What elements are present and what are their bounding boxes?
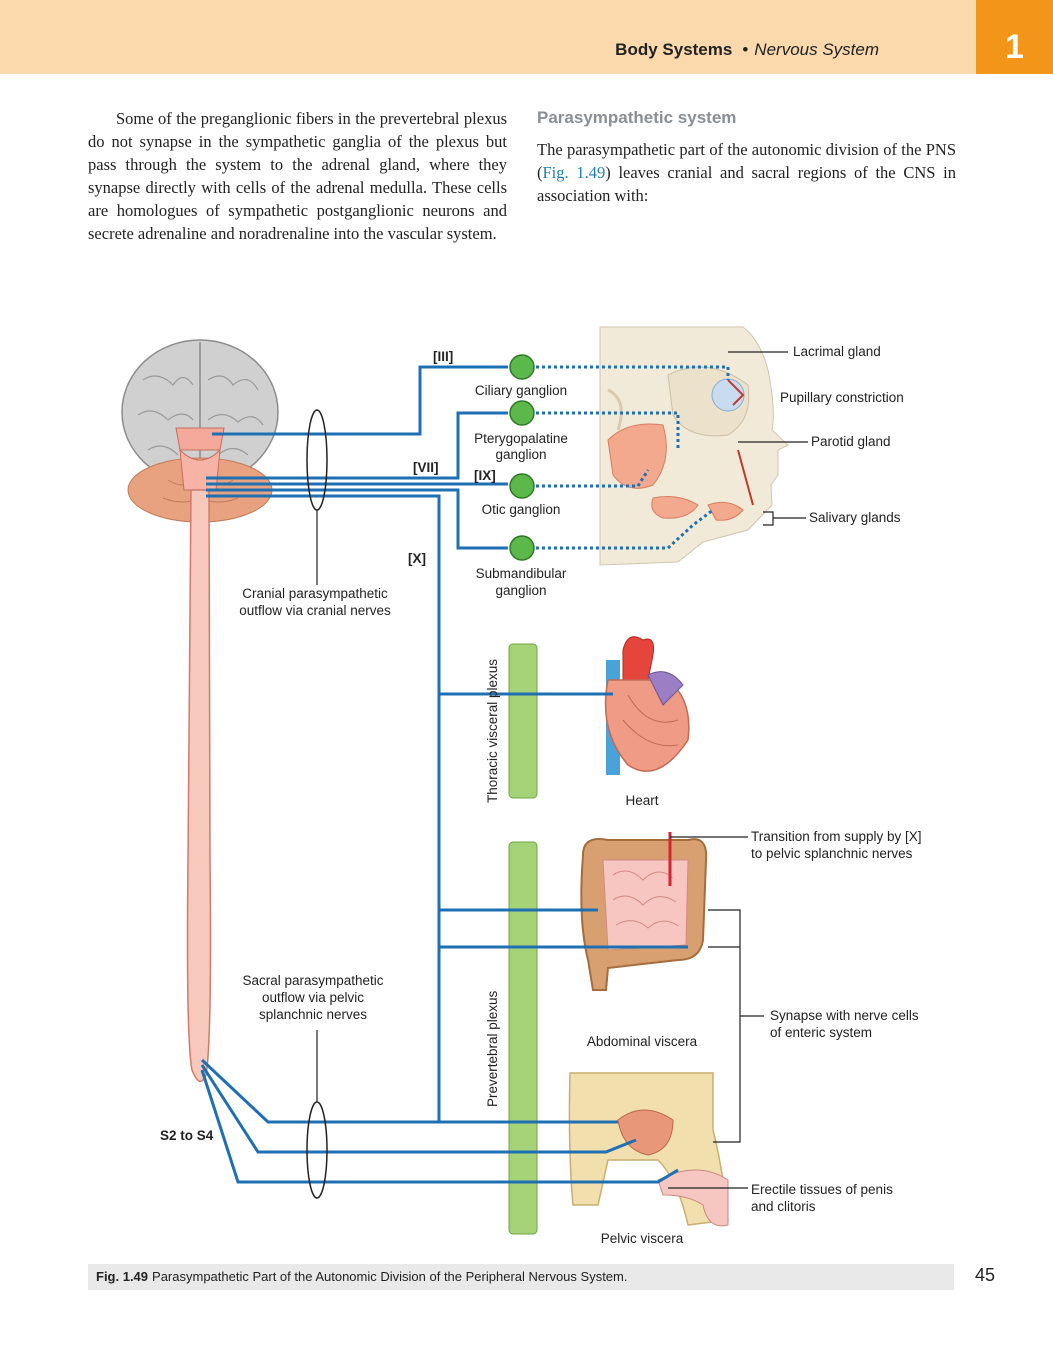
running-head-subsection: Nervous System [754,40,879,59]
running-head: Body Systems • Nervous System [615,40,879,60]
ganglia [509,354,535,561]
label-nerve-ix: [IX] [474,468,496,483]
figure-caption-label: Fig. 1.49 [96,1269,149,1284]
label-synapse-1: Synapse with nerve cells [770,1008,919,1023]
label-pelvic-viscera: Pelvic viscera [601,1231,684,1246]
submandibular-ganglion [509,535,535,561]
label-prevertebral-plexus: Prevertebral plexus [485,990,500,1107]
section-heading: Parasympathetic system [537,108,737,127]
annotation-leaders [668,351,808,1189]
chapter-tab: 1 [976,0,1053,74]
nerve-pathways [200,365,688,1184]
label-sacral-outflow-2: outflow via pelvic [262,990,364,1005]
heart-illustration [604,636,690,775]
figure-parasympathetic-diagram: [III] [VII] [IX] [X] S2 to S4 Ciliary ga… [88,300,958,1255]
figure-caption-text: Parasympathetic Part of the Autonomic Di… [152,1269,628,1284]
abdominal-viscera-illustration [580,838,708,991]
label-thoracic-plexus: Thoracic visceral plexus [485,659,500,803]
label-ciliary-ganglion: Ciliary ganglion [475,383,567,398]
page-number: 45 [975,1265,996,1285]
chapter-number: 1 [1005,28,1024,66]
running-head-separator: • [742,40,749,59]
prevertebral-plexus-bar [508,841,538,1235]
page-header: Body Systems • Nervous System [0,0,976,74]
figure-reference-link[interactable]: Fig. 1.49 [542,163,606,182]
label-nerve-vii: [VII] [413,460,439,475]
ciliary-ganglion [509,354,535,380]
label-sacral-outflow-3: splanchnic nerves [259,1007,367,1022]
running-head-section: Body Systems [615,40,733,59]
label-nerve-iii: [III] [433,349,453,364]
thoracic-plexus-bar [508,643,538,799]
label-pterygopalatine-1: Pterygopalatine [474,431,568,446]
brain-illustration [121,339,279,523]
label-cranial-outflow-2: outflow via cranial nerves [239,603,391,618]
pterygopalatine-ganglion [509,400,535,426]
label-pterygopalatine-2: ganglion [495,447,546,462]
spinal-cord [186,489,212,1083]
label-heart: Heart [625,793,658,808]
label-lacrimal-gland: Lacrimal gland [793,344,881,359]
label-salivary-glands: Salivary glands [809,510,901,525]
otic-ganglion [509,473,535,499]
paragraph-text-end: ) leaves cranial and sacral regions of t… [537,163,956,205]
paragraph-text-start: The parasympathetic part of the autonomi… [537,140,956,182]
label-erectile-2: and clitoris [751,1199,816,1214]
label-submandibular-1: Submandibular [476,566,567,581]
label-parotid-gland: Parotid gland [811,434,891,449]
label-transition-2: to pelvic splanchnic nerves [751,846,913,861]
head-illustration [599,326,789,566]
label-erectile-1: Erectile tissues of penis [751,1182,893,1197]
label-nerve-x: [X] [408,551,426,566]
label-pupillary-constriction: Pupillary constriction [780,390,904,405]
label-sacral-segments: S2 to S4 [160,1128,214,1143]
label-cranial-outflow-1: Cranial parasympathetic [242,586,388,601]
body-paragraph-right: The parasympathetic part of the autonomi… [537,138,956,207]
label-abdominal-viscera: Abdominal viscera [587,1034,698,1049]
label-sacral-outflow-1: Sacral parasympathetic [242,973,383,988]
label-submandibular-2: ganglion [495,583,546,598]
label-transition-1: Transition from supply by [X] [751,829,922,844]
body-paragraph-left: Some of the preganglionic fibers in the … [88,109,507,243]
pelvic-viscera-illustration [568,1072,729,1227]
label-synapse-2: of enteric system [770,1025,872,1040]
sacral-outflow-oval [306,1101,328,1199]
postganglionic-fibers [530,365,730,550]
label-otic-ganglion: Otic ganglion [482,502,561,517]
